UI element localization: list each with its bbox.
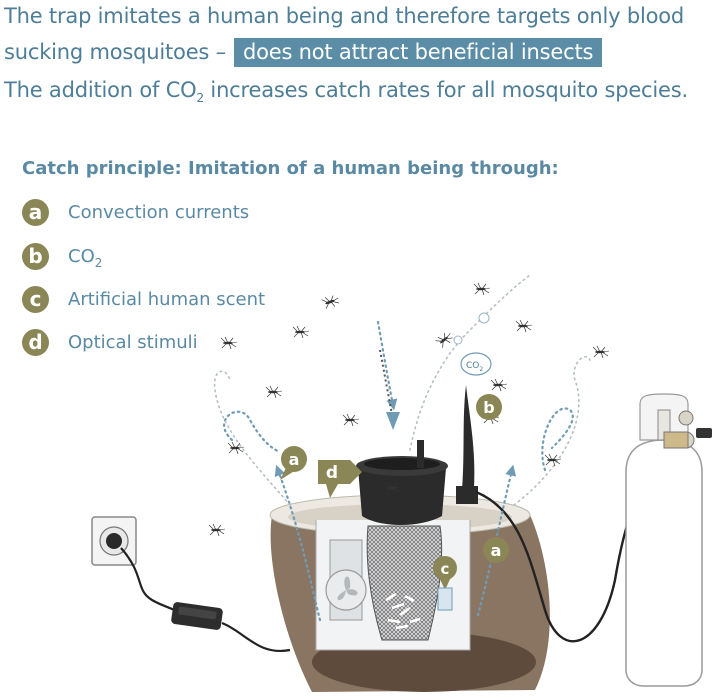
badge-d: d bbox=[22, 328, 49, 356]
principle-label-b: CO2 bbox=[68, 245, 103, 270]
principle-label-d: Optical stimuli bbox=[68, 331, 198, 353]
headline-line-3-suffix: increases catch rates for all mosquito s… bbox=[203, 78, 688, 102]
co2-bubble: CO2 bbox=[460, 352, 492, 376]
trap-head bbox=[356, 440, 448, 525]
principle-item-d: d Optical stimuli bbox=[22, 328, 198, 356]
callout-c-text: c bbox=[441, 560, 450, 578]
callout-b: b bbox=[476, 394, 502, 420]
trap-diagram: CO2 a d b c bbox=[91, 274, 712, 692]
principle-label-b-text: CO bbox=[68, 245, 95, 267]
catch-net bbox=[366, 525, 443, 641]
callout-d: d bbox=[318, 460, 362, 498]
badge-b: b bbox=[22, 242, 49, 270]
callout-d-text: d bbox=[326, 463, 338, 483]
co2-bubble-subscript: 2 bbox=[479, 366, 483, 373]
principle-item-c: c Artificial human scent bbox=[22, 285, 265, 313]
callout-a-left-text: a bbox=[289, 450, 300, 469]
callout-a-right: a bbox=[483, 537, 509, 563]
svg-text:CO2: CO2 bbox=[466, 361, 483, 373]
power-adapter-icon bbox=[171, 602, 223, 630]
headline-line-2: sucking mosquitoes – does not attract ben… bbox=[4, 38, 603, 67]
principle-label-b-subscript: 2 bbox=[94, 255, 103, 270]
callout-a-right-text: a bbox=[491, 541, 502, 560]
airflow-arrowhead bbox=[386, 412, 400, 430]
headline-line-3: The addition of CO2 increases catch rate… bbox=[4, 78, 688, 105]
callout-c: c bbox=[433, 556, 457, 611]
co2-cylinder-icon bbox=[625, 393, 712, 687]
callout-b-text: b bbox=[483, 398, 494, 417]
badge-a: a bbox=[22, 198, 49, 226]
power-cable bbox=[120, 547, 179, 613]
principle-item-b: b CO2 bbox=[22, 242, 102, 270]
headline-line-1: The trap imitates a human being and ther… bbox=[4, 4, 685, 28]
headline-line-2-prefix: sucking mosquitoes – bbox=[4, 40, 226, 64]
fan-icon bbox=[325, 569, 367, 611]
catch-principle-title: Catch principle: Imitation of a human be… bbox=[22, 158, 559, 179]
badge-c: c bbox=[22, 285, 49, 313]
headline-line-3-prefix: The addition of CO bbox=[4, 78, 197, 102]
principle-label-a: Convection currents bbox=[68, 201, 250, 223]
co2-bubble-text: CO bbox=[466, 361, 479, 371]
principle-item-a: a Convection currents bbox=[22, 198, 249, 226]
headline-co2-subscript: 2 bbox=[196, 91, 205, 105]
adapter-cable bbox=[221, 621, 291, 653]
caught-mosquitoes bbox=[385, 592, 421, 630]
airflow-arrow bbox=[379, 349, 394, 421]
co2-outlet bbox=[456, 385, 478, 504]
principle-label-c: Artificial human scent bbox=[68, 288, 266, 310]
scent-trails bbox=[213, 274, 591, 506]
callout-a-left: a bbox=[280, 446, 307, 480]
highlight-beneficial-insects: does not attract beneficial insects bbox=[233, 38, 603, 67]
